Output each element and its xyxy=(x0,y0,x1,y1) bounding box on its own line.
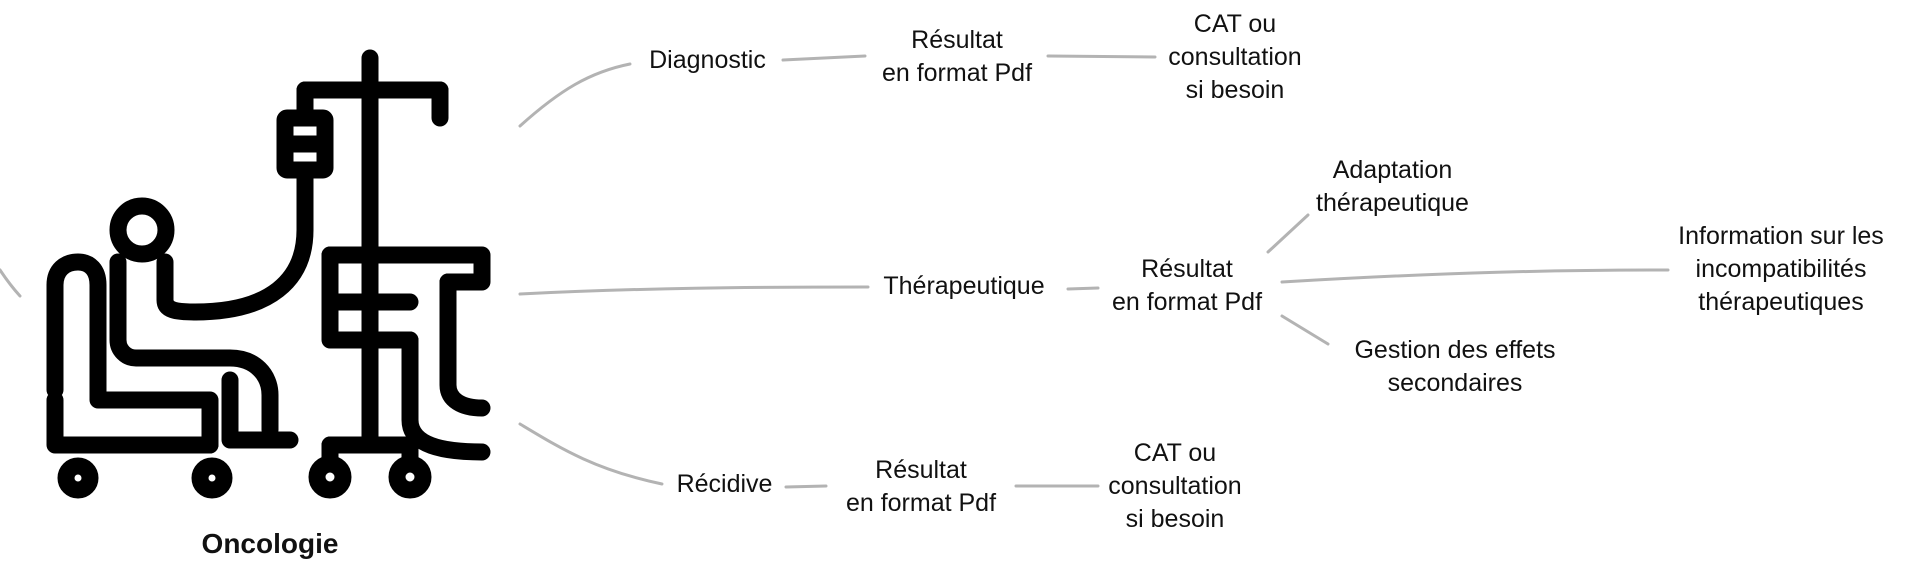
chair-seat xyxy=(46,391,219,454)
connector-diagnostic-result xyxy=(781,54,867,62)
chair-back xyxy=(46,253,107,404)
chair-wheel-left xyxy=(57,457,99,499)
patient-arm xyxy=(156,253,204,321)
patient-head xyxy=(109,197,175,263)
therapeutique-child-adaptation: Adaptation thérapeutique xyxy=(1316,156,1469,217)
connector-result-adaptation xyxy=(1266,213,1310,254)
branch-recidive-result: Résultat en format Pdf xyxy=(845,456,997,517)
chair-wheel-right xyxy=(191,457,233,499)
pump-curve-left xyxy=(401,331,491,461)
connector-root-recidive xyxy=(518,422,664,486)
patient-legs xyxy=(221,371,299,449)
connector-recidive-result xyxy=(784,484,828,489)
connector-root-therapeutique xyxy=(518,285,870,296)
branch-diagnostic-label: Diagnostic xyxy=(649,46,766,74)
chair-front xyxy=(89,386,219,454)
connector-result-gestion xyxy=(1280,314,1330,346)
pump-curve-right xyxy=(439,273,491,417)
pole-wheel-left xyxy=(308,455,352,499)
connectors xyxy=(0,54,1670,489)
therapeutique-child-gestion: Gestion des effets secondaires xyxy=(1354,336,1556,397)
connector-left-edge xyxy=(0,268,22,298)
chemotherapy-patient-iv-icon xyxy=(46,49,491,499)
branch-diagnostic-action: CAT ou consultation si besoin xyxy=(1168,10,1302,104)
branch-recidive-label: Récidive xyxy=(676,470,773,498)
branch-therapeutique-label: Thérapeutique xyxy=(883,272,1045,300)
branch-diagnostic-result: Résultat en format Pdf xyxy=(881,26,1033,87)
branch-therapeutique-result: Résultat en format Pdf xyxy=(1111,255,1263,316)
pole-wheel-right xyxy=(388,455,432,499)
therapeutique-child-information: Information sur les incompatibilités thé… xyxy=(1678,222,1884,316)
connector-root-diagnostic xyxy=(518,62,632,128)
pump-frame xyxy=(321,246,419,349)
iv-tube xyxy=(186,161,314,321)
connector-therapeutique-result xyxy=(1066,286,1100,291)
patient-body xyxy=(109,253,279,439)
connector-result-information xyxy=(1280,268,1670,284)
branch-recidive-action: CAT ou consultation si besoin xyxy=(1108,439,1242,533)
root-label: Oncologie xyxy=(201,528,339,559)
pump-box xyxy=(321,246,491,291)
connector-diagnostic-result-action xyxy=(1046,54,1157,59)
